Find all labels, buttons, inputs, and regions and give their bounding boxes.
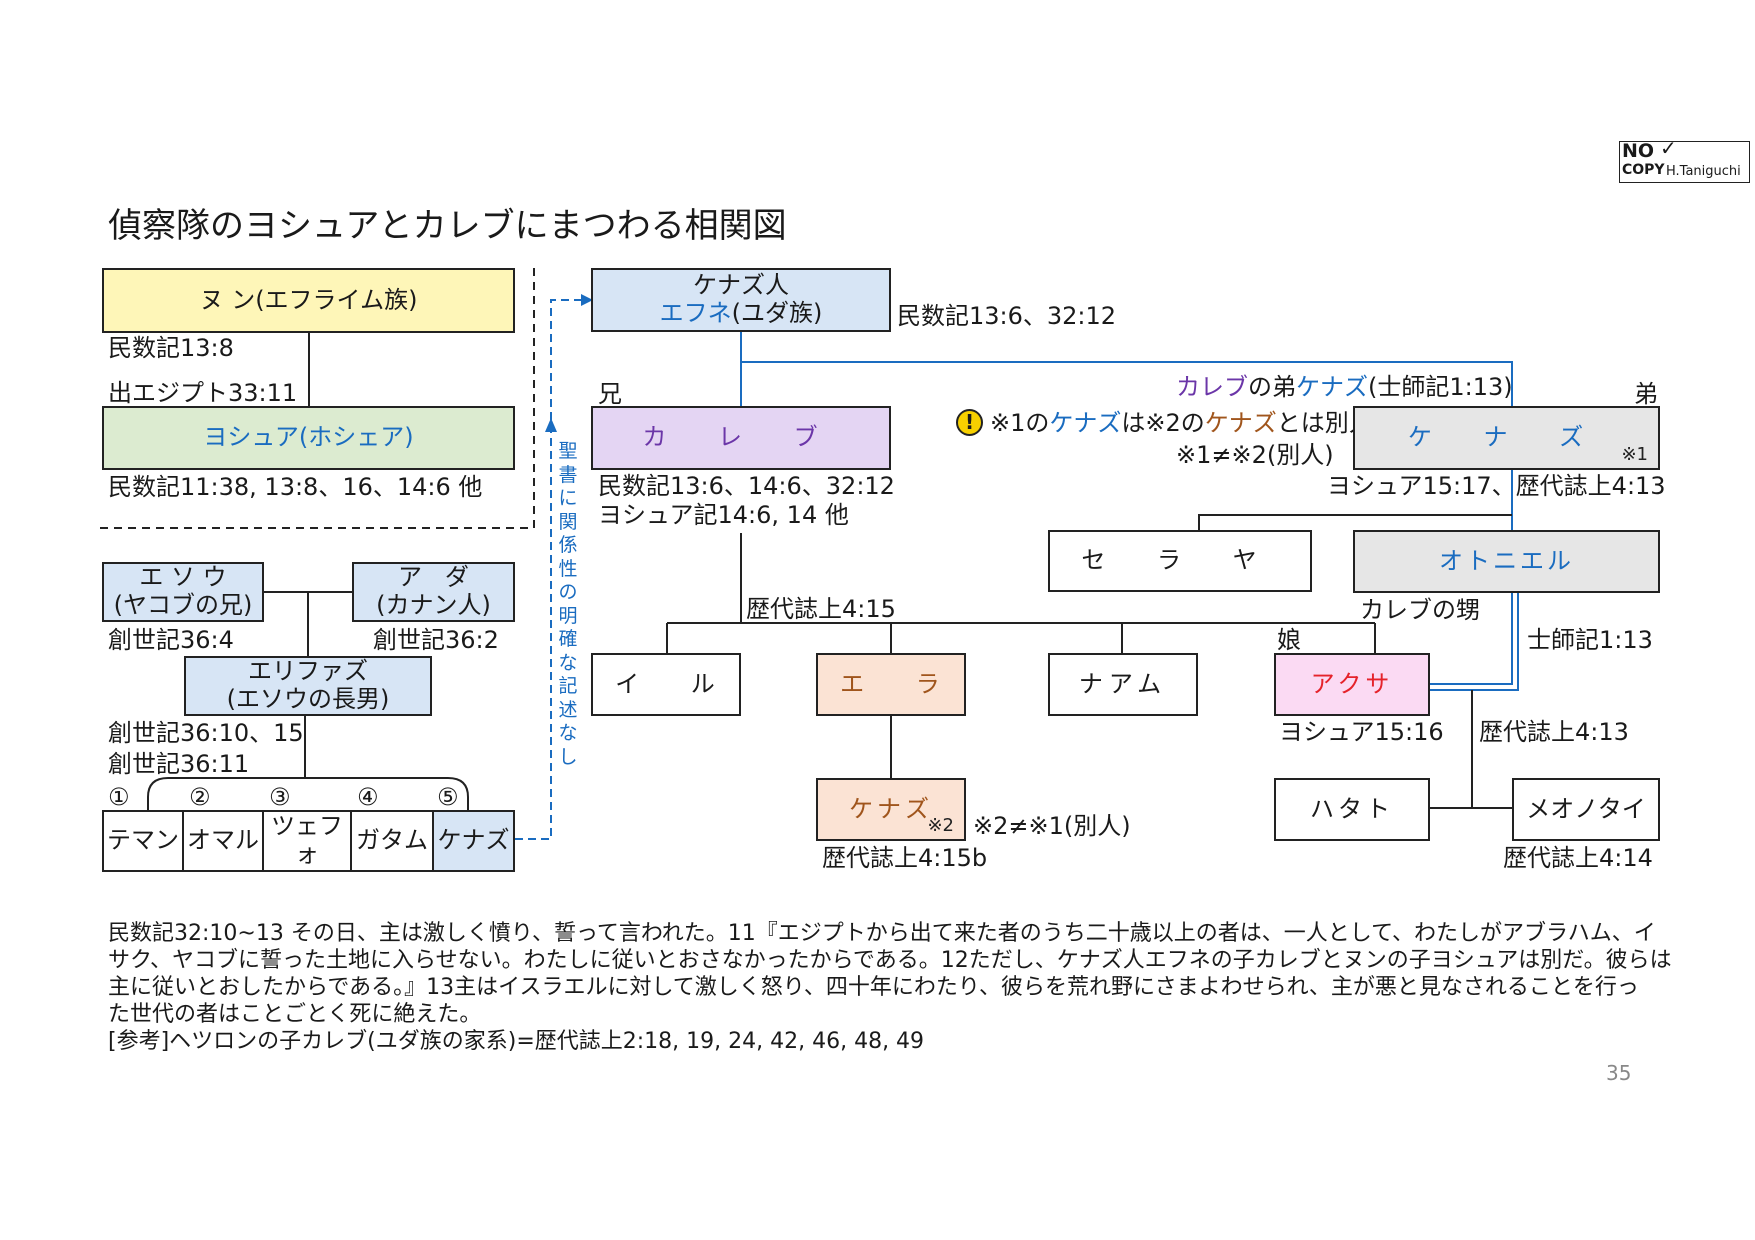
- node-othniel: オトニエル: [1353, 530, 1660, 593]
- esau-line2: (ヤコブの兄): [113, 591, 253, 619]
- bottom-text-line: 主に従いとおしたからである。』13主はイスラエルに対して激しく怒り、四十年にわた…: [108, 975, 1639, 1000]
- kenaz-2-label: ケナズ: [849, 794, 933, 823]
- warn-c: は※2の: [1121, 409, 1205, 437]
- node-achsah: アクサ: [1274, 653, 1430, 716]
- label-ex33-11: 出エジプト33:11: [108, 379, 298, 407]
- warning-icon: !: [956, 409, 983, 436]
- eliphaz-line1: エリファズ: [248, 657, 368, 686]
- label-kenaz2-note: ※2≠※1(別人): [973, 812, 1131, 840]
- caleb-brother-b: の弟: [1248, 373, 1296, 401]
- no-copy-logo: NO ✓ COPY H.Taniguchi: [1619, 136, 1750, 183]
- adah-line1: ア ダ: [398, 563, 469, 592]
- label-gen36-11: 創世記36:11: [108, 750, 250, 778]
- node-son-zepho: ツェフォ: [262, 810, 352, 872]
- node-son-kenaz: ケナズ: [432, 810, 515, 872]
- logo-author: H.Taniguchi: [1666, 164, 1741, 179]
- node-caleb: カ レ ブ: [591, 406, 891, 470]
- son-number: ②: [189, 783, 211, 811]
- bottom-text: 民数記32:10~13 その日、主は激しく憤り、誓って言われた。11『エジプトか…: [108, 920, 1672, 1055]
- jephunneh-line1: ケナズ人: [693, 271, 789, 300]
- esau-line1: エ ソ ウ: [139, 563, 227, 592]
- node-naam: ナアム: [1048, 653, 1198, 716]
- warn-d: ケナズ: [1204, 409, 1277, 437]
- logo-copy: COPY: [1622, 162, 1665, 178]
- adah-line2: (カナン人): [376, 591, 491, 619]
- label-daughter: 娘: [1277, 626, 1301, 654]
- caleb-brother-a: カレブ: [1176, 373, 1248, 401]
- label-chr4-15: 歴代誌上4:15: [746, 595, 896, 623]
- bottom-text-line: 民数記32:10~13 その日、主は激しく憤り、誓って言われた。11『エジプトか…: [108, 921, 1656, 946]
- label-chr4-15b: 歴代誌上4:15b: [822, 844, 988, 872]
- warn-b: ケナズ: [1049, 409, 1122, 437]
- bottom-text-line: サク、ヤコブに誓った土地に入らせない。わたしに従いとおさなかったからである。12…: [108, 948, 1672, 973]
- son-number: ①: [108, 783, 130, 811]
- label-elder: 兄: [598, 380, 622, 408]
- logo-no: NO: [1622, 140, 1655, 162]
- jephunneh-tribe: (ユダ族): [731, 299, 823, 327]
- node-adah: ア ダ (カナン人): [352, 562, 515, 622]
- check-icon: ✓: [1660, 136, 1677, 160]
- node-son-omar: オマル: [182, 810, 264, 872]
- label-num11-38: 民数記11:38, 13:8、16、14:6 他: [108, 473, 483, 501]
- warn-a: ※1の: [990, 409, 1050, 437]
- eliphaz-line2: (エソウの長男): [226, 685, 390, 713]
- label-josh15-16: ヨシュア15:16: [1279, 718, 1444, 746]
- label-num13-8: 民数記13:8: [108, 334, 234, 362]
- label-caleb-refs2: ヨシュア記14:6, 14 他: [598, 501, 849, 529]
- label-gen36-10: 創世記36:10、15: [108, 719, 304, 747]
- caleb-brother-c: ケナズ: [1296, 373, 1368, 401]
- node-hathath: ハタト: [1274, 778, 1430, 841]
- label-num13-6: 民数記13:6、32:12: [897, 302, 1117, 330]
- label-gen36-2: 創世記36:2: [373, 626, 499, 654]
- node-jephunneh: ケナズ人 エフネ(ユダ族): [591, 268, 891, 332]
- node-esau: エ ソ ウ (ヤコブの兄): [102, 562, 264, 622]
- node-meonothai: メオノタイ: [1512, 778, 1660, 841]
- kenaz-2-mark: ※2: [927, 815, 954, 837]
- node-joshua: ヨシュア(ホシェア): [102, 406, 515, 470]
- label-younger: 弟: [1634, 380, 1658, 408]
- node-iru: イ ル: [591, 653, 741, 716]
- page-title: 偵察隊のヨシュアとカレブにまつわる相関図: [108, 206, 787, 246]
- label-vertical-note: 聖書に関係性の明確な記述なし: [558, 440, 578, 768]
- jephunneh-line2: エフネ(ユダ族): [659, 299, 823, 328]
- label-gen36-4: 創世記36:4: [108, 626, 234, 654]
- label-caleb-brother: カレブの弟ケナズ(士師記1:13): [1176, 375, 1513, 399]
- bottom-text-line: [参考]ヘツロンの子カレブ(ユダ族の家系)=歴代誌上2:18, 19, 24, …: [108, 1029, 925, 1054]
- son-number: ④: [357, 783, 379, 811]
- node-seraiah: セ ラ ヤ: [1048, 530, 1312, 592]
- node-kenaz-2: ケナズ ※2: [816, 778, 966, 841]
- kenaz-1-mark: ※1: [1621, 444, 1648, 466]
- label-warning-line2: ※1≠※2(別人): [1176, 441, 1334, 469]
- node-son-gatam: ガタム: [350, 810, 434, 872]
- kenaz-1-label: ケ ナ ズ: [1407, 423, 1606, 452]
- son-number: ③: [269, 783, 291, 811]
- node-elah: エ ラ: [816, 653, 966, 716]
- caleb-brother-d: (士師記1:13): [1368, 373, 1513, 401]
- bottom-text-line: た世代の者はことごとく死に絶えた。: [108, 1002, 482, 1027]
- label-judges1-13: 士師記1:13: [1527, 626, 1653, 654]
- label-warning-line1: ※1のケナズは※2のケナズとは別人: [990, 411, 1373, 435]
- node-son-teman: テマン: [102, 810, 184, 872]
- son-number: ⑤: [437, 783, 459, 811]
- label-kenaz-refs: ヨシュア15:17、歴代誌上4:13: [1327, 472, 1666, 500]
- node-eliphaz: エリファズ (エソウの長男): [184, 656, 432, 716]
- label-caleb-refs1: 民数記13:6、14:6、32:12: [598, 472, 895, 500]
- label-chr4-13: 歴代誌上4:13: [1479, 718, 1629, 746]
- jephunneh-name: エフネ: [659, 299, 732, 327]
- page-number: 35: [1606, 1061, 1632, 1085]
- node-kenaz-1: ケ ナ ズ ※1: [1353, 406, 1660, 470]
- node-nun: ヌ ン(エフライム族): [102, 268, 515, 333]
- label-nephew: カレブの甥: [1360, 596, 1480, 624]
- label-chr4-14: 歴代誌上4:14: [1503, 844, 1653, 872]
